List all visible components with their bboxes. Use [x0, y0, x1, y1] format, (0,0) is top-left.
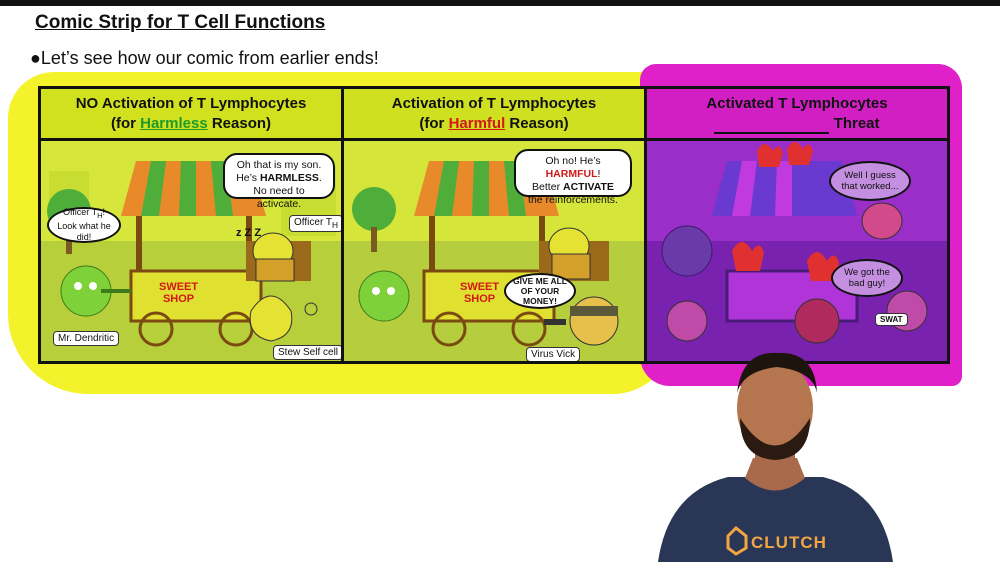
wheel-icon: [511, 311, 547, 347]
virus-speech-bubble: GIVE ME ALL OF YOUR MONEY!: [504, 273, 576, 309]
wheel-icon: [138, 311, 174, 347]
panel-3-illustration: [647, 141, 947, 361]
panel-3-title: Activated T Lymphocytes Threat: [647, 89, 947, 141]
label-self-cell: Stew Self cell: [273, 345, 341, 360]
tree-icon: [352, 187, 396, 231]
presenter-face: [737, 360, 813, 456]
label-virus: Virus Vick: [526, 347, 581, 361]
panel-harmful: Activation of T Lymphocytes (for Harmful…: [344, 89, 647, 361]
virus-cell-icon: [794, 298, 840, 344]
dendritic-cell-icon: [661, 225, 713, 277]
sweet-shop-cart-icon: [129, 269, 263, 323]
presenter-video: [658, 352, 893, 562]
fill-in-blank: [714, 132, 830, 134]
panel-activated: Activated T Lymphocytes Threat: [647, 89, 947, 361]
panel-1-title: NO Activation of T Lymphocytes (for Harm…: [41, 89, 341, 141]
presenter-beard: [740, 418, 810, 460]
top-bar: [0, 0, 1000, 6]
panel-2-scene: Oh no! He’s HARMFUL! Better ACTIVATE the…: [344, 141, 644, 361]
label-dendritic: Mr. Dendritic: [53, 331, 120, 346]
panel-3-scene: Well I guess that worked... We got the b…: [647, 141, 947, 361]
swat-cell-icon: [666, 300, 708, 342]
slide-title: Comic Strip for T Cell Functions: [35, 12, 326, 33]
label-officer: Officer TH: [289, 215, 341, 232]
officer-cell-icon: [861, 202, 903, 240]
harmless-keyword: Harmless: [140, 115, 208, 132]
fire-icon: [757, 144, 783, 167]
swat-speech-bubble: We got the bad guy!: [831, 259, 903, 297]
fire-icon: [787, 142, 813, 165]
fire-icon: [732, 242, 764, 271]
dendritic-cell-icon: [358, 270, 410, 322]
panel-2-illustration: [344, 141, 644, 361]
comic-strip: NO Activation of T Lymphocytes (for Harm…: [38, 86, 950, 364]
shirt-logo-text: CLUTCH: [751, 533, 827, 552]
lollipop-icon: [304, 302, 318, 316]
sleep-text: z Z Z: [236, 227, 262, 239]
gun-icon: [544, 319, 566, 325]
presenter-hair: [737, 352, 817, 393]
bullet-text: ●Let’s see how our comic from earlier en…: [30, 48, 379, 68]
panel-harmless: NO Activation of T Lymphocytes (for Harm…: [41, 89, 344, 361]
panel-2-title: Activation of T Lymphocytes (for Harmful…: [344, 89, 644, 141]
panel-1-scene: Oh that is my son. He’s HARMLESS. No nee…: [41, 141, 341, 361]
clutch-logo-icon: [726, 525, 748, 556]
presenter-shirt: [658, 477, 893, 562]
swat-badge: SWAT: [875, 313, 908, 326]
officer-speech-bubble: Oh that is my son. He’s HARMLESS. No nee…: [223, 153, 335, 210]
harmful-keyword: Harmful: [448, 115, 506, 132]
officer-speech-bubble: Oh no! He’s HARMFUL! Better ACTIVATE the…: [514, 149, 632, 206]
dendritic-speech-bubble: Officer TH! Look what he did!: [47, 207, 121, 243]
virus-cell-icon: [569, 296, 619, 346]
self-cell-icon: [249, 295, 293, 342]
wheel-icon: [431, 311, 467, 347]
officer-speech-bubble: Well I guess that worked...: [829, 161, 911, 201]
